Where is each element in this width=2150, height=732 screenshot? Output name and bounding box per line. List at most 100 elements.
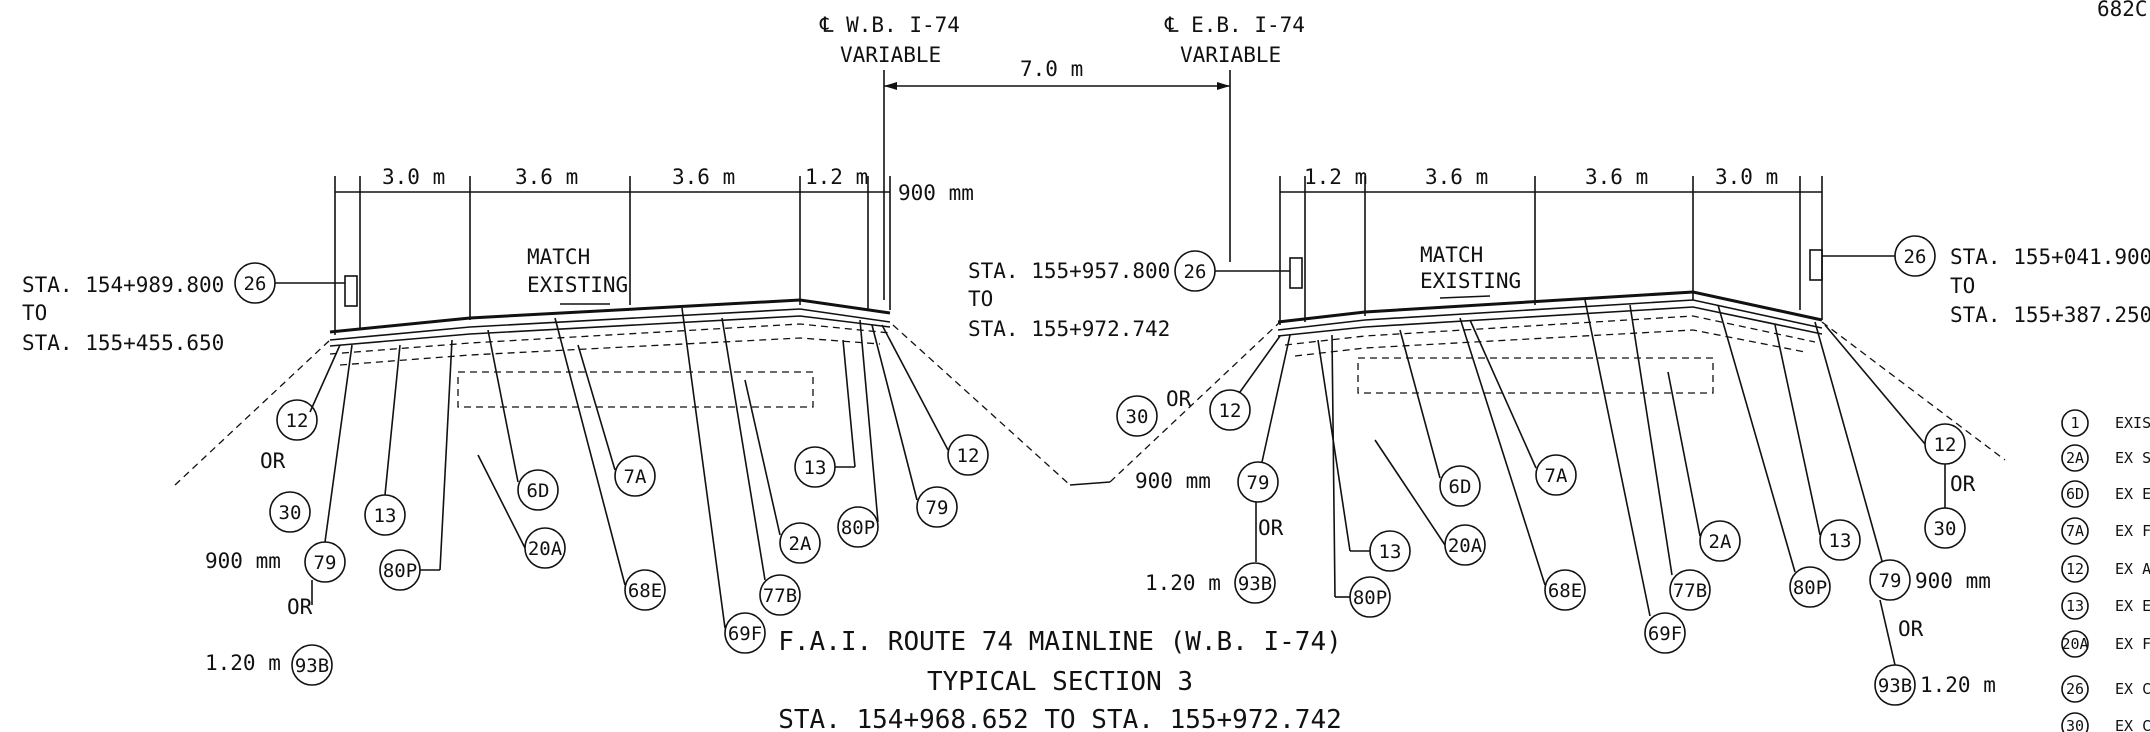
callout-label: 79	[926, 497, 949, 519]
leader	[1814, 321, 1883, 562]
leader	[439, 339, 453, 571]
left-sta-from: STA. 154+989.800	[22, 273, 224, 297]
dim-lane-1: 3.6 m	[1425, 165, 1488, 189]
callout-label: 7A	[1545, 465, 1568, 487]
callout-label: 80P	[1353, 587, 1387, 609]
callout-label: 30	[279, 502, 302, 524]
callout-label: 6D	[1449, 476, 1472, 498]
size-label: 900 mm	[1915, 569, 1991, 593]
leader	[1667, 371, 1701, 537]
dim-lane-2: 3.6 m	[1585, 165, 1648, 189]
left-sta-to: STA. 155+455.650	[22, 331, 224, 355]
legend-key-label: 13	[2066, 597, 2084, 615]
callout-label: 12	[957, 445, 980, 467]
leader	[1824, 324, 1926, 445]
callout-68E	[624, 569, 666, 611]
legend-key	[2061, 480, 2089, 508]
callout-93B	[1874, 664, 1916, 706]
dim-barrier: 900 mm	[898, 181, 974, 205]
callout-label: 80P	[841, 517, 875, 539]
leader	[1469, 319, 1537, 469]
legend-key	[2061, 555, 2089, 583]
leader	[681, 307, 726, 629]
legend-key	[2061, 517, 2089, 545]
callout-label: 26	[244, 273, 267, 295]
callout-2A	[1699, 520, 1741, 562]
size-label: 1.20 m	[1920, 673, 1996, 697]
match-label: EXISTING	[1420, 269, 1521, 293]
arrowhead	[884, 82, 897, 90]
callout-label: 7A	[624, 466, 647, 488]
leader	[1774, 324, 1821, 536]
leader	[1261, 334, 1291, 463]
pavement-layer	[1277, 299, 1823, 331]
legend-key-label: 20A	[2061, 635, 2088, 653]
leader	[881, 324, 949, 451]
callout-label: 13	[1379, 541, 1402, 563]
callout-label: 30	[1126, 406, 1149, 428]
legend-text: EX C	[2115, 717, 2150, 732]
right-sta-from: STA. 155+041.900	[1950, 245, 2150, 269]
legend-text: EXIS	[2115, 414, 2150, 432]
guardrail	[1809, 249, 1823, 281]
callout-label: 13	[374, 505, 397, 527]
size-label: 1.20 m	[1145, 571, 1221, 595]
pavement-layer	[329, 315, 891, 347]
drawing-station-range: STA. 154+968.652 TO STA. 155+972.742	[778, 705, 1342, 732]
or-label: OR	[287, 595, 313, 619]
legend-key	[2061, 444, 2089, 472]
callout-label: 79	[314, 552, 337, 574]
fill-slope	[1109, 321, 1281, 483]
callout-93B	[1234, 562, 1276, 604]
callout-label: 93B	[295, 655, 329, 677]
dim-lane-1: 3.6 m	[515, 165, 578, 189]
callout-label: 93B	[1878, 675, 1912, 697]
median-sta-to-word: TO	[968, 287, 993, 311]
callout-label: 68E	[628, 580, 662, 602]
size-label: 1.20 m	[205, 651, 281, 675]
callout-69F	[1644, 612, 1686, 654]
legend-key-label: 6D	[2066, 485, 2084, 503]
callout-label: 77B	[1673, 580, 1707, 602]
right-sta-to-word: TO	[1950, 274, 1975, 298]
size-label: 900 mm	[1135, 469, 1211, 493]
legend-key-label: 12	[2066, 560, 2084, 578]
leader	[384, 344, 401, 496]
leader	[1629, 304, 1673, 576]
callout-2A	[779, 522, 821, 564]
callout-80P	[837, 506, 879, 548]
legend-key	[2061, 409, 2089, 437]
callout-68E	[1544, 569, 1586, 611]
guardrail	[1289, 257, 1303, 289]
legend-key-label: 2A	[2066, 449, 2084, 467]
leader	[1717, 304, 1796, 573]
legend-key-label: 7A	[2066, 522, 2084, 540]
callout-12	[1209, 389, 1251, 431]
legend-text: EX A	[2115, 560, 2150, 578]
median-sta-from: STA. 155+957.800	[968, 259, 1170, 283]
leader	[842, 339, 856, 468]
subbase	[329, 323, 891, 355]
callout-label: 13	[1829, 530, 1852, 552]
callout-label: 79	[1879, 570, 1902, 592]
callout-label: 6D	[527, 480, 550, 502]
dim-lane-2: 3.6 m	[672, 165, 735, 189]
callout-77B	[1669, 569, 1711, 611]
callout-30	[1116, 395, 1158, 437]
callout-6D	[1439, 465, 1481, 507]
subbase	[1284, 315, 1816, 346]
callout-label: 20A	[528, 538, 563, 560]
callout-26	[1894, 235, 1936, 277]
leader	[577, 344, 616, 471]
legend-key	[2061, 630, 2089, 658]
arrowhead	[1217, 82, 1230, 90]
callout-label: 26	[1904, 246, 1927, 268]
dim-shoulder: 3.0 m	[1715, 165, 1778, 189]
subbase	[1294, 329, 1806, 357]
right-sta-to: STA. 155+387.250	[1950, 303, 2150, 327]
leader	[477, 454, 526, 549]
underdrain-trench	[457, 371, 814, 408]
leader	[1459, 317, 1546, 586]
leader	[721, 317, 766, 581]
callout-label: 20A	[1448, 535, 1483, 557]
